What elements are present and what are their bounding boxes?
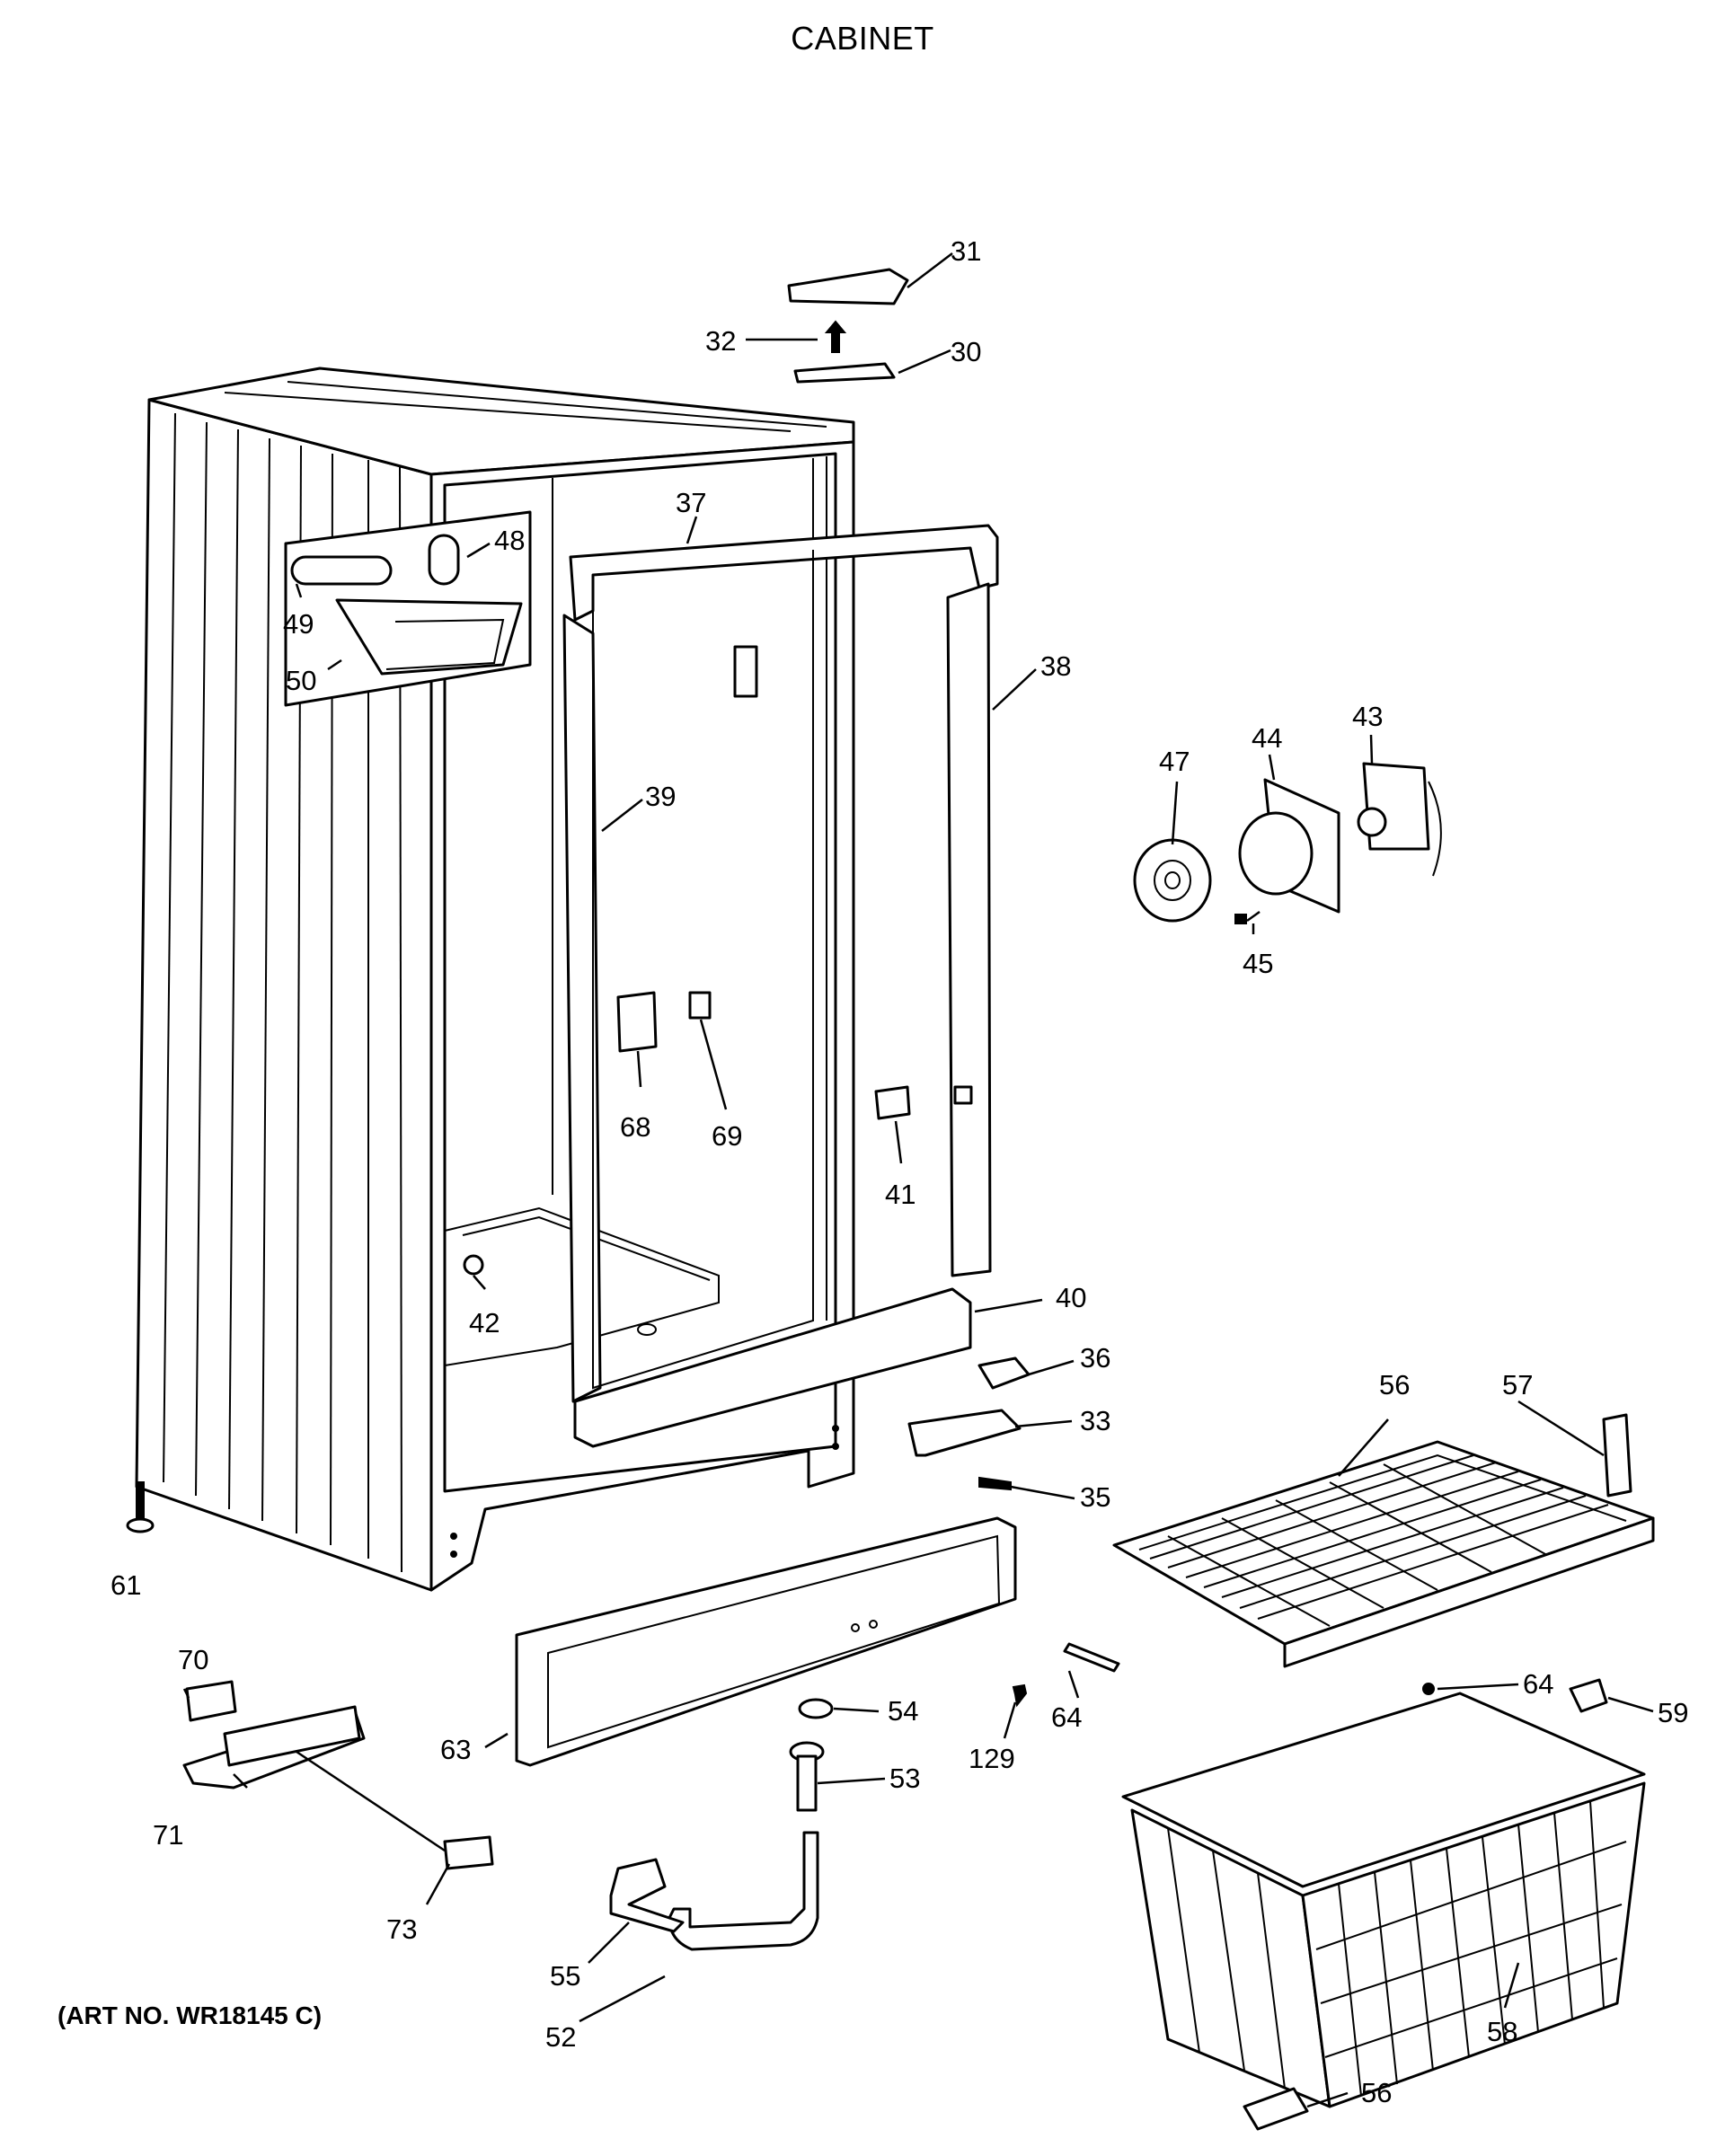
callout-59: 59 <box>1658 1697 1688 1728</box>
callout-56-clip: 56 <box>1361 2077 1392 2108</box>
callout-71: 71 <box>153 1819 183 1851</box>
shelf-wires <box>1149 1454 1609 1627</box>
diagram-title: CABINET <box>791 20 934 57</box>
door-small-parts <box>463 991 911 1276</box>
callout-47: 47 <box>1159 746 1190 777</box>
switch-parts <box>126 1481 494 1870</box>
callout-35: 35 <box>1080 1481 1110 1513</box>
misc-clips <box>1012 1642 1608 2131</box>
wire-shelf <box>1112 1413 1655 1668</box>
callout-73: 73 <box>386 1913 417 1945</box>
callout-53: 53 <box>889 1763 920 1794</box>
callout-45: 45 <box>1243 948 1273 979</box>
light-assembly <box>290 534 523 676</box>
temperature-control <box>1133 762 1442 924</box>
callout-64-basket: 64 <box>1523 1668 1553 1700</box>
callout-55: 55 <box>550 1960 580 1992</box>
callout-49: 49 <box>283 608 314 640</box>
callout-37: 37 <box>676 487 706 518</box>
door-gasket-frame <box>562 524 999 1448</box>
callout-50: 50 <box>286 665 316 696</box>
callout-64-screw: 64 <box>1051 1701 1082 1733</box>
callout-69: 69 <box>712 1120 742 1152</box>
callout-39: 39 <box>645 781 676 812</box>
callout-31: 31 <box>951 235 981 267</box>
callout-33: 33 <box>1080 1405 1110 1436</box>
callout-54: 54 <box>888 1695 918 1727</box>
callout-42: 42 <box>469 1307 500 1339</box>
callout-43: 43 <box>1352 701 1383 732</box>
callout-38: 38 <box>1040 650 1071 682</box>
callout-129: 129 <box>969 1743 1015 1774</box>
callout-labels: 31 32 30 37 48 49 50 38 39 47 44 43 45 6… <box>111 235 1688 2108</box>
hinge-parts <box>787 268 1031 1491</box>
callout-44: 44 <box>1252 722 1282 754</box>
leader-lines <box>182 252 1654 2108</box>
callout-40: 40 <box>1056 1282 1086 1313</box>
callout-36: 36 <box>1080 1342 1110 1374</box>
callout-32: 32 <box>705 325 736 357</box>
callout-48: 48 <box>494 525 525 556</box>
basket-wires <box>1167 1800 1627 2097</box>
callout-41: 41 <box>885 1179 916 1210</box>
callout-68: 68 <box>620 1111 650 1143</box>
callout-52: 52 <box>545 2021 576 2053</box>
grille-and-drain <box>515 1516 1017 1951</box>
art-number: (ART NO. WR18145 C) <box>58 2001 323 2029</box>
wire-basket <box>1121 1692 1646 2108</box>
callout-63: 63 <box>440 1734 471 1765</box>
callout-57: 57 <box>1502 1369 1533 1401</box>
callout-58: 58 <box>1487 2016 1517 2047</box>
callout-56-shelf: 56 <box>1379 1369 1410 1401</box>
cabinet-body <box>135 367 855 1592</box>
callout-70: 70 <box>178 1644 208 1675</box>
callout-61: 61 <box>111 1569 141 1601</box>
callout-30: 30 <box>951 336 981 367</box>
